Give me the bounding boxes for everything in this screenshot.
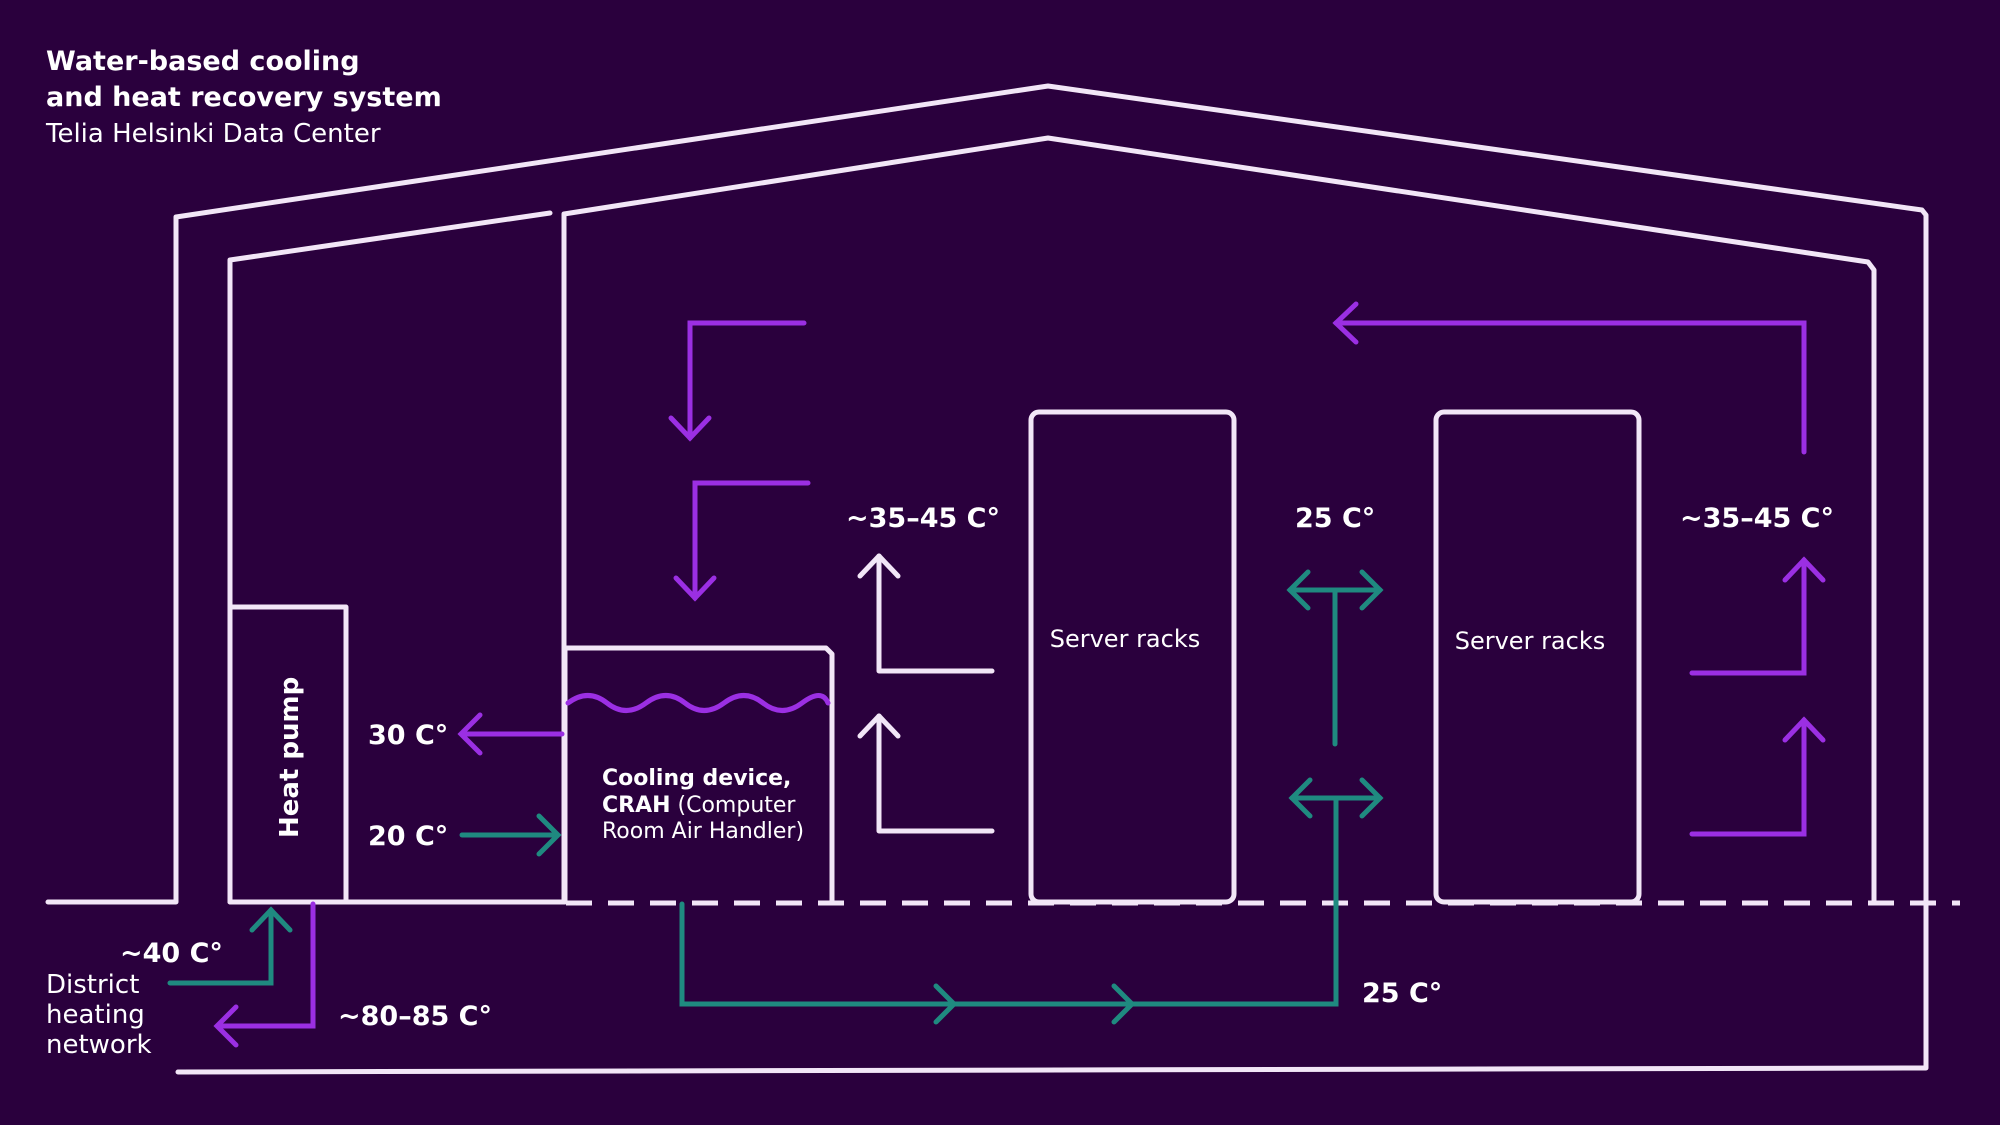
outer-building-outline — [45, 83, 1929, 1075]
arrowhead — [1782, 556, 1826, 583]
hot-air-up-arrow-3 — [1689, 557, 1807, 676]
arrowhead — [857, 553, 901, 579]
hot-air-up-arrow-2 — [876, 713, 995, 834]
arrowheads — [1288, 777, 1384, 819]
water-return-temp: 25 C° — [1362, 978, 1442, 1009]
diagram-title-line2: and heat recovery system — [46, 82, 442, 113]
hot-air-temp-left: ~35–45 C° — [846, 503, 1000, 534]
arrowhead — [536, 813, 562, 857]
hot-air-temp-right: ~35–45 C° — [1680, 503, 1834, 534]
crah-in-temp: 20 C° — [368, 821, 448, 852]
arrowhead — [457, 712, 483, 756]
district-in-temp: ~40 C° — [120, 938, 223, 969]
crah-label-line2: CRAH (Computer — [602, 793, 796, 818]
district-out-arrow — [215, 901, 316, 1029]
arrowheads — [1286, 569, 1384, 611]
crah-box — [562, 645, 835, 905]
diagram-title-line1: Water-based cooling — [46, 46, 360, 77]
cold-aisle-temp: 25 C° — [1295, 503, 1375, 534]
hot-air-up-arrow-1 — [876, 553, 995, 674]
diagram-subtitle: Telia Helsinki Data Center — [45, 119, 381, 149]
district-in-arrow — [167, 907, 274, 986]
underfloor-cool-loop — [679, 795, 1339, 1007]
crah-label-line1: Cooling device, — [602, 766, 791, 791]
hot-air-return-arrow-2 — [692, 480, 811, 601]
hot-air-up-arrow-4 — [1689, 717, 1807, 837]
arrowhead — [857, 713, 901, 739]
district-label-line2: heating — [46, 1000, 145, 1030]
server-racks-1-label: Server racks — [1050, 625, 1201, 653]
arrowhead — [668, 415, 712, 442]
server-racks-2-box — [1433, 409, 1642, 905]
arrowhead — [1332, 301, 1359, 345]
heat-pump-box — [227, 604, 349, 905]
server-racks-2-label: Server racks — [1455, 627, 1606, 655]
server-racks-1-box — [1028, 409, 1237, 905]
arrowhead — [213, 1004, 239, 1048]
data-hall-outline — [561, 135, 1877, 905]
arrowhead — [249, 906, 293, 933]
district-out-temp: ~80–85 C° — [338, 1001, 492, 1032]
arrowhead — [1782, 716, 1826, 743]
arrowhead — [1111, 983, 1136, 1025]
heat-pump-label: Heat pump — [275, 677, 305, 838]
arrowhead — [673, 575, 717, 602]
district-label-line1: District — [46, 970, 139, 1000]
arrowhead — [933, 983, 958, 1025]
crah-water-wave — [565, 693, 831, 713]
crah-out-temp: 30 C° — [368, 720, 448, 751]
crah-label-line3: Room Air Handler) — [602, 819, 804, 844]
hot-air-top-return-arrow — [1333, 320, 1807, 455]
hot-air-return-arrow-1 — [687, 320, 807, 441]
district-label-line3: network — [46, 1030, 152, 1060]
